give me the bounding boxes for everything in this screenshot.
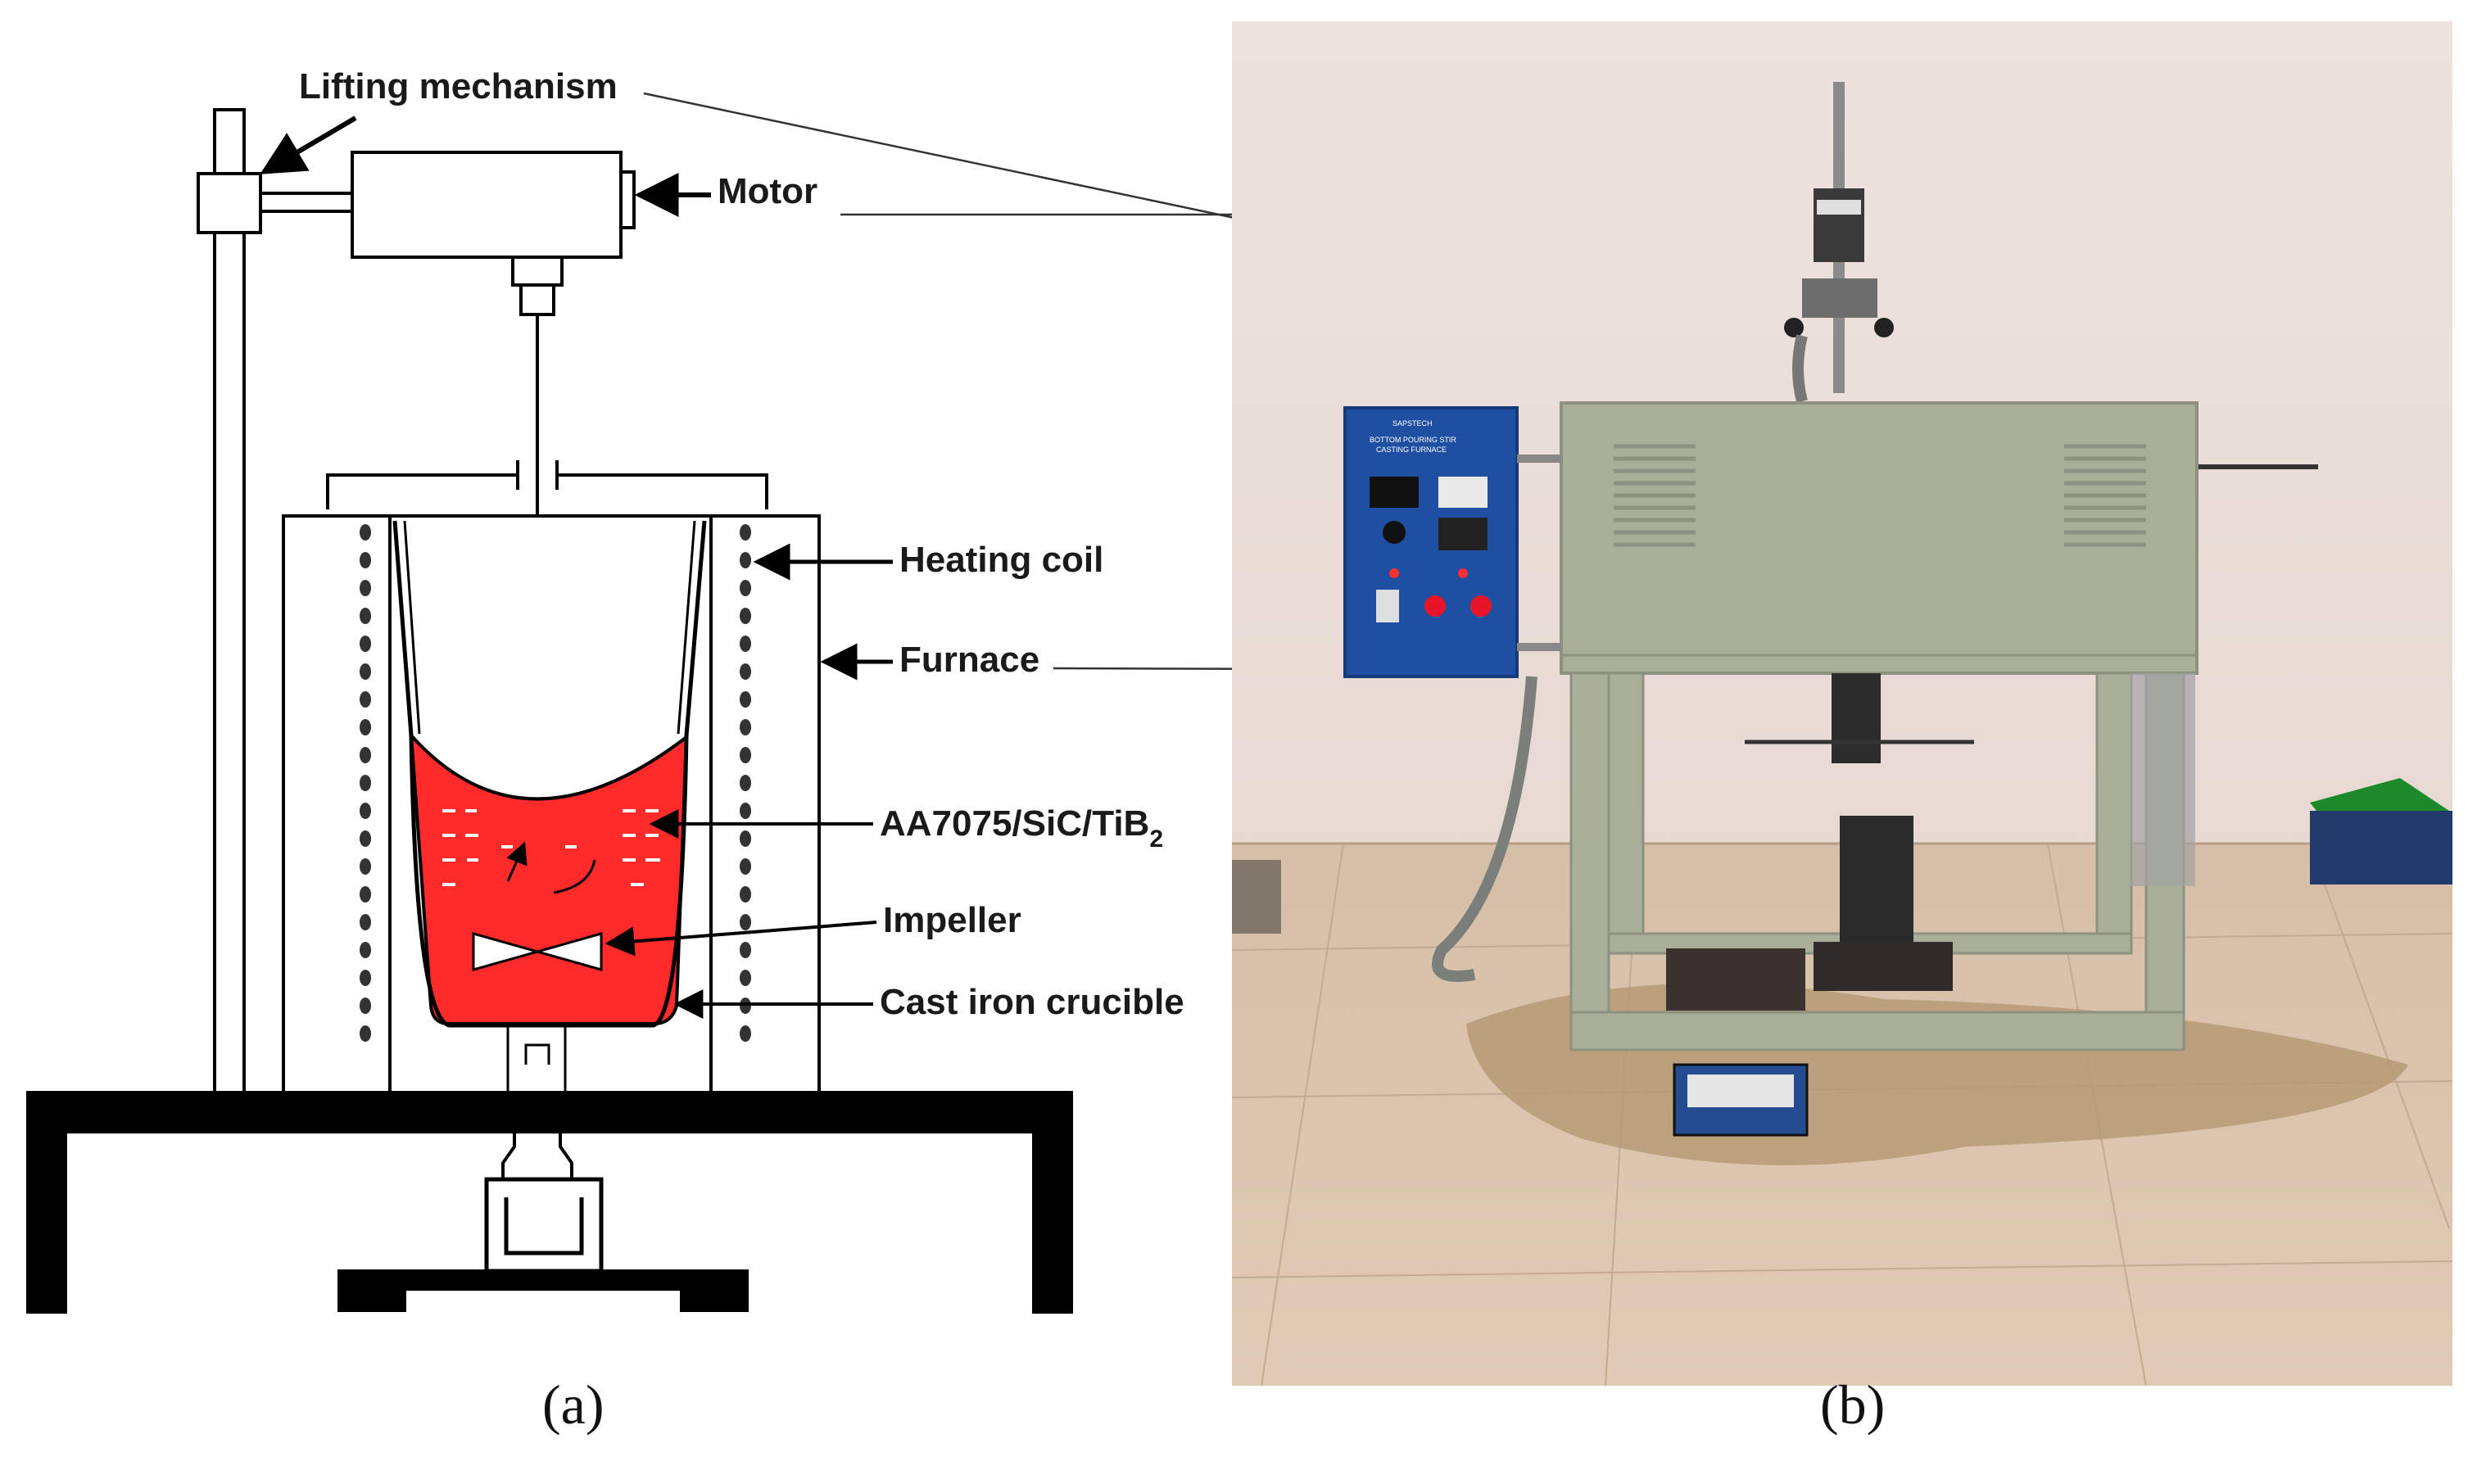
heating-coil-turn (360, 663, 371, 680)
control-panel-line2: CASTING FURNACE (1376, 446, 1447, 454)
heating-coil-turn (740, 830, 751, 847)
heating-coil-group (360, 524, 751, 1042)
label-impeller: Impeller (883, 900, 1021, 940)
caption-b: (b) (1820, 1373, 1885, 1436)
photo-control-panel (1343, 406, 1519, 678)
arrow-lifting-mechanism (260, 115, 357, 174)
heating-coil-turn (740, 552, 751, 568)
crucible-wall-inner (403, 520, 696, 735)
control-panel-line1: BOTTOM POURING STIR (1370, 436, 1456, 444)
heating-coil-turn (360, 830, 371, 847)
motor-endcap (619, 170, 636, 229)
label-lifting-mechanism: Lifting mechanism (299, 66, 618, 106)
heating-coil-turn (740, 886, 751, 903)
panel-b-photo: SAPSTECH BOTTOM POURING STIR CASTING FUR… (1232, 21, 2452, 1436)
heating-coil-turn (360, 914, 371, 930)
photo-motor (1814, 188, 1864, 262)
furnace-lid (326, 473, 768, 509)
heating-coil-turn (740, 636, 751, 652)
heating-coil-turn (740, 580, 751, 596)
label-furnace: Furnace (899, 640, 1039, 680)
heating-coil-turn (740, 942, 751, 958)
heating-coil-turn (740, 663, 751, 680)
heating-coil-turn (360, 775, 371, 791)
label-crucible: Cast iron crucible (880, 982, 1184, 1022)
heating-coil-turn (740, 691, 751, 708)
heating-coil-turn (360, 747, 371, 763)
vortex-arrow-left (506, 841, 528, 882)
heating-coil-turn (360, 552, 371, 568)
impeller-blade-left (472, 932, 542, 971)
motor-body (351, 151, 623, 259)
heating-coil-turn (360, 803, 371, 819)
heating-coil-turn (740, 803, 751, 819)
heating-coil-turn (360, 970, 371, 986)
heating-coil-turn (360, 858, 371, 875)
photo-furnace-body (1560, 401, 2199, 675)
heating-coil-turn (740, 747, 751, 763)
shaft-coupling (511, 256, 564, 287)
label-heating-coil: Heating coil (899, 540, 1103, 580)
heating-coil-turn (360, 636, 371, 652)
stand-pole (213, 108, 246, 1094)
heating-coil-turn (360, 942, 371, 958)
heating-coil-turn (740, 608, 751, 624)
control-panel-brand: SAPSTECH (1392, 419, 1433, 428)
heating-coil-turn (740, 1025, 751, 1042)
heating-coil-turn (360, 886, 371, 903)
label-motor: Motor (718, 171, 817, 211)
heating-coil-turn (740, 970, 751, 986)
crucible-wall (392, 520, 707, 1028)
heating-coil-turn (740, 719, 751, 735)
pour-tube (506, 1025, 567, 1093)
mould-base (337, 1269, 749, 1291)
photo-crucible-bottom (1832, 673, 1881, 763)
heating-coil-turn (360, 608, 371, 624)
photo-lifting-clamp (1802, 278, 1877, 318)
base-table (26, 1091, 1073, 1314)
heating-coil-turn (740, 858, 751, 875)
photo-vents (1614, 444, 2146, 547)
heating-coil-turn (360, 524, 371, 541)
heating-coil-turn (360, 580, 371, 596)
panel-a-schematic (26, 108, 1073, 1314)
mould-cavity (504, 1197, 584, 1256)
shaft-coupling-lower (519, 283, 555, 316)
label-composite: AA7075/SiC/TiB2 (880, 803, 1163, 853)
motor-arm (259, 192, 354, 213)
heating-coil-turn (360, 719, 371, 735)
mould-base-foot-left (337, 1287, 406, 1312)
reinforcement-particles (442, 809, 660, 886)
mould-outer (484, 1177, 604, 1274)
caption-a: (a) (542, 1373, 604, 1436)
heating-coil-turn (360, 998, 371, 1014)
lifting-clamp (197, 172, 262, 234)
pour-gate (524, 1043, 550, 1065)
impeller-blade-right (532, 932, 603, 971)
heating-coil-turn (740, 775, 751, 791)
heating-coil-turn (360, 1025, 371, 1042)
arrow-impeller (605, 921, 877, 957)
heating-coil-turn (740, 524, 751, 541)
mould-base-foot-right (680, 1287, 749, 1312)
vortex-arrow-right (553, 859, 596, 894)
heating-coil-turn (360, 691, 371, 708)
heating-coil-turn (740, 914, 751, 930)
photo-mould (1840, 816, 1913, 963)
